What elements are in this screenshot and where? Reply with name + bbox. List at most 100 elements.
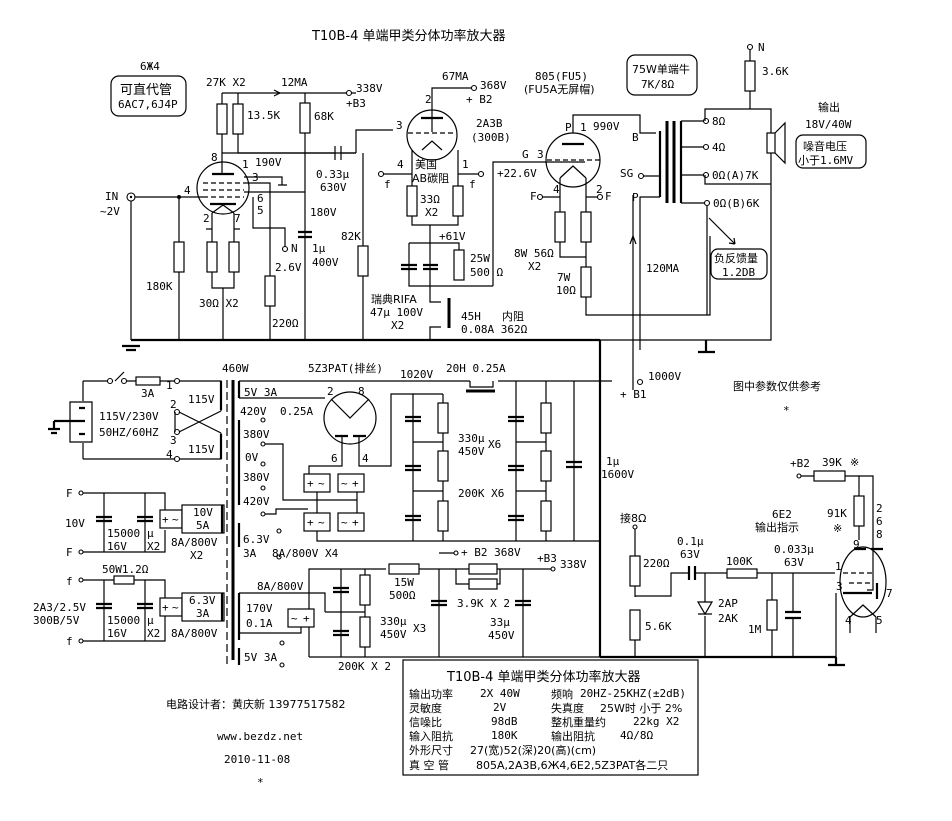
svg-text:输出功率: 输出功率	[409, 687, 453, 701]
cathode-resistor-label: 30Ω X2	[199, 297, 239, 310]
filament-supplies: F F 10V 15000 μ 16V X2 + ~ 10V 5A 8A/800…	[33, 487, 225, 648]
diode-icon	[696, 573, 714, 657]
resistor-1m	[766, 599, 778, 631]
screen-cap-voltage: 400V	[312, 256, 339, 269]
spec-tubes-value: 805A,2A3B,6Ж4,6E2,5Z3PAT各二只	[476, 758, 668, 772]
svg-text:2V: 2V	[493, 701, 507, 714]
mains-frequency: 50HZ/60HZ	[99, 426, 159, 439]
resistor-5.6k	[629, 609, 641, 641]
driver-tube-alt: (300B)	[471, 131, 511, 144]
current-label-12ma: 12MA	[281, 76, 308, 89]
svg-text:+: +	[352, 516, 359, 529]
reference-note: 图中参数仅供参考	[733, 379, 821, 393]
b2-voltage: 368V	[480, 79, 507, 92]
resistor-82k	[357, 245, 369, 277]
bridge-rating: 8A/800V X4	[272, 547, 339, 560]
noise-label: 噪音电压	[803, 139, 847, 153]
driver-f-right: f	[469, 178, 476, 191]
resistor-30ohm-b	[228, 241, 240, 273]
b3-supply-voltage: 338V	[560, 558, 587, 571]
screen-cap-label: 1μ	[312, 242, 326, 255]
ind-cap1-v: 63V	[680, 548, 700, 561]
b23-cap2-voltage: 450V	[488, 629, 515, 642]
filament-resistor-qty: X2	[425, 206, 438, 219]
ot-tap-p: P	[632, 191, 639, 204]
spec-tubes-label: 真 空 管	[409, 758, 449, 772]
sec-380v-a: 380V	[243, 428, 270, 441]
hv-cap-bank: 330μ 450V X6 200K X6 1μ 1600V	[405, 381, 634, 541]
ot-tap-sg: SG	[620, 167, 633, 180]
input-wire	[130, 196, 203, 340]
noise-box	[795, 134, 867, 169]
design-date: 2010-11-08	[224, 753, 290, 766]
choke-spec: 0.08A 362Ω	[461, 323, 528, 336]
resistor-note-1: 美国	[415, 158, 437, 171]
resistor-180k	[173, 241, 185, 273]
svg-text:+: +	[303, 612, 310, 625]
input-plate-voltage: 190V	[255, 156, 282, 169]
spec-table-frame	[402, 659, 699, 776]
fil-2a3-rect: 8A/800V	[171, 627, 218, 640]
pin-4-label: 4	[184, 184, 191, 197]
svg-text:频响: 频响	[551, 687, 573, 701]
pin5-wire	[252, 197, 286, 247]
b3-supply-label: +B3	[537, 552, 557, 565]
resistor-3.9k-a	[468, 563, 498, 575]
rectifier-pin-8: 8	[358, 385, 365, 398]
bridge-rectifier-4	[337, 512, 365, 532]
fil-2a3-trans-a: 3A	[196, 607, 210, 620]
resistor-50w-1.2ohm	[113, 575, 135, 585]
coupling-cap-label: 0.33μ	[316, 168, 349, 181]
output-pin-g: G	[522, 148, 529, 161]
fil-2a3-transformer	[181, 592, 225, 622]
ind-r4: 1M	[748, 623, 762, 636]
substitute-box	[110, 75, 187, 117]
resistor-68k	[299, 102, 311, 134]
output-tube-name: 805(FU5)	[535, 70, 588, 83]
current-arrow-icon	[273, 89, 281, 97]
resistor-10ohm	[580, 266, 592, 298]
filament-resistor-label: 33Ω	[420, 193, 440, 206]
n-terminal	[281, 245, 289, 253]
in-level: ~2V	[100, 205, 120, 218]
output-f-left: F	[530, 190, 537, 203]
fil-2a3-voltage: 2A3/2.5V	[33, 601, 86, 614]
svg-text:X2: X2	[147, 627, 160, 640]
driver-current: 67MA	[442, 70, 469, 83]
b3-terminal	[345, 89, 353, 97]
feedback-resistor-label: 3.6K	[762, 65, 789, 78]
bridge-symbol: +	[307, 477, 314, 490]
driver-pin-3: 3	[396, 119, 403, 132]
ind-pin-9: 9	[853, 538, 860, 551]
transformer-power: 460W	[222, 362, 249, 375]
pin-2-label: 2	[203, 212, 210, 225]
resistor-39k	[813, 470, 846, 482]
n-label-input: N	[291, 242, 298, 255]
ind-r5-mark: ※	[850, 456, 859, 469]
mains-socket-icon[interactable]	[69, 401, 93, 443]
b23-bleeder-label: 200K X 2	[338, 660, 391, 673]
svg-text:μ: μ	[147, 614, 154, 627]
svg-text:22kg X2: 22kg X2	[633, 715, 679, 728]
svg-text:~: ~	[172, 513, 179, 526]
substitute-label: 可直代管	[120, 83, 172, 98]
ind-cap2-v: 63V	[784, 556, 804, 569]
screen-voltage: 180V	[310, 206, 337, 219]
website-link[interactable]: www.bezdz.net	[217, 730, 303, 743]
ground-icon	[122, 344, 140, 352]
ind-label: 输出指示	[755, 520, 799, 534]
bleeder-resistor	[540, 402, 552, 434]
svg-text:~: ~	[318, 477, 325, 490]
resistor-500ohm	[453, 249, 465, 281]
noise-value: 小于1.6MV	[798, 154, 853, 167]
indicator-connect: 接8Ω	[620, 512, 646, 525]
earth-ground-icon	[48, 406, 85, 436]
coupling-capacitor	[238, 146, 356, 160]
fuse-icon[interactable]	[135, 376, 161, 386]
ind-pin-8: 8	[876, 528, 883, 541]
svg-text:输入阻抗: 输入阻抗	[409, 729, 453, 743]
feedback-arrow-icon	[708, 217, 736, 245]
ot-sec-0a: 0Ω(A)7K	[712, 169, 759, 182]
ind-r3: 100K	[726, 555, 753, 568]
svg-text:+: +	[162, 513, 169, 526]
